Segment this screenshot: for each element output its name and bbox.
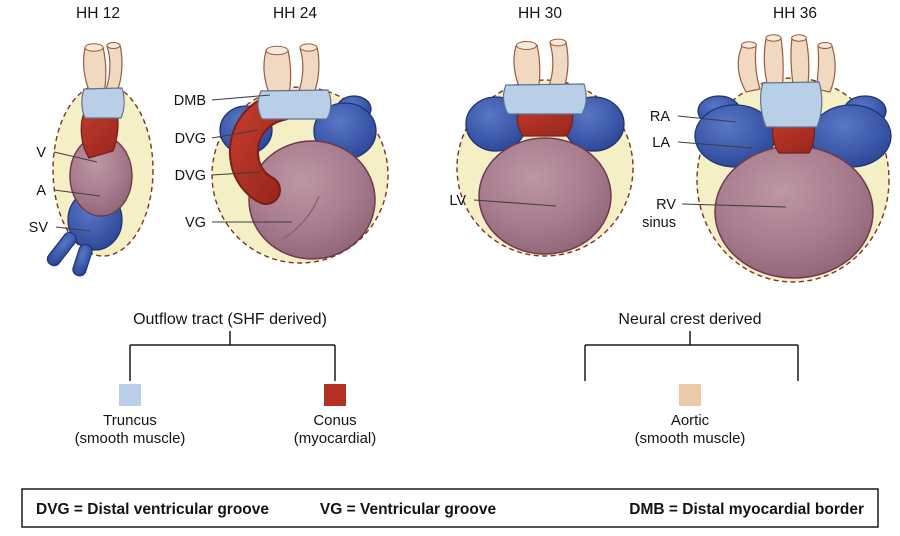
ventricle [248, 140, 376, 260]
figure-hh12: HH 12 V A SV [29, 5, 154, 277]
aortic-tube-opening [106, 42, 121, 49]
label-vg: VG [185, 215, 206, 231]
pointer-line [211, 94, 271, 101]
aortic-tube-opening [817, 42, 833, 49]
abbreviation-box: DVG = Distal ventricular groove VG = Ven… [21, 488, 879, 528]
label-ra: RA [650, 109, 670, 125]
truncus-segment [257, 89, 332, 120]
label-atrium: A [36, 183, 46, 199]
label-rv: RV [656, 197, 676, 213]
stage-title-hh12: HH 12 [76, 5, 120, 22]
color-swatch-truncus [119, 384, 141, 406]
pointer-line [677, 115, 737, 123]
pointer-line [211, 171, 261, 176]
legend-outflow-tract: Outflow tract (SHF derived) Truncus (smo… [75, 311, 377, 447]
stage-title-hh36: HH 36 [773, 5, 817, 22]
truncus-segment [81, 87, 125, 119]
pointer-line [473, 199, 557, 207]
aortic-tube [737, 45, 761, 93]
aortic-tube-opening [549, 38, 567, 47]
label-sinus-venosus: SV [29, 220, 49, 236]
label-dvg-lower: DVG [175, 168, 206, 184]
conus-segment [80, 110, 119, 159]
aortic-tube [815, 45, 836, 93]
swatch-label-conus: Conus [313, 412, 356, 429]
aortic-tube [297, 46, 320, 97]
swatch-sub-truncus: (smooth muscle) [75, 430, 186, 447]
sinus-venosus-tube [72, 243, 93, 277]
legend-bracket [584, 331, 799, 381]
ventricle [714, 145, 874, 279]
pointer-line [53, 189, 101, 197]
color-swatch-conus [324, 384, 346, 406]
label-ventricle: V [36, 145, 46, 161]
pointer-line [211, 129, 259, 139]
label-la: LA [652, 135, 670, 151]
abbreviation-box-border [21, 488, 879, 528]
truncus-segment [760, 81, 823, 128]
figure-hh36: HH 36 RA LA RV sinus [642, 5, 892, 283]
stage-title-hh30: HH 30 [518, 5, 562, 22]
aortic-tube-opening [765, 34, 782, 42]
aortic-tube-opening [265, 45, 289, 56]
pointer-line [53, 151, 98, 163]
aortic-tube-opening [299, 43, 318, 52]
abbreviation-dvg: DVG = Distal ventricular groove [36, 501, 269, 518]
legend-bracket [129, 331, 336, 381]
pointer-line [677, 141, 753, 149]
abbreviation-vg: VG = Ventricular groove [320, 501, 497, 518]
figure-hh30: HH 30 LV [449, 5, 634, 257]
legend-title-outflow: Outflow tract (SHF derived) [133, 311, 327, 328]
aortic-tube-opening [516, 41, 537, 50]
aortic-tube-opening [741, 41, 757, 49]
aortic-tube [83, 46, 107, 94]
truncus-segment [502, 83, 587, 115]
swatch-label-aortic: Aortic [671, 412, 710, 429]
label-dmb: DMB [174, 93, 206, 109]
aortic-tube [105, 44, 123, 93]
ventricle [478, 137, 612, 255]
stage-title-hh24: HH 24 [273, 5, 317, 22]
abbreviation-dmb: DMB = Distal myocardial border [629, 501, 864, 518]
pointer-line [681, 203, 787, 208]
color-swatch-aortic [679, 384, 701, 406]
legend-title-neural-crest: Neural crest derived [618, 311, 761, 328]
swatch-sub-conus: (myocardial) [294, 430, 377, 447]
aortic-tube-opening [791, 34, 807, 42]
swatch-sub-aortic: (smooth muscle) [635, 430, 746, 447]
ventricular-groove-line [283, 195, 320, 239]
swatch-label-truncus: Truncus [103, 412, 157, 429]
pointer-line [55, 226, 91, 232]
legend-neural-crest: Neural crest derived Aortic (smooth musc… [584, 311, 799, 447]
label-lv: LV [449, 193, 466, 209]
aortic-tube-opening [84, 43, 104, 52]
figure-hh24: HH 24 DMB DVG DVG VG [174, 5, 389, 264]
label-dvg-upper: DVG [175, 131, 206, 147]
label-rv-sinus: sinus [642, 215, 676, 231]
sinus-venosus-tube [46, 231, 77, 267]
